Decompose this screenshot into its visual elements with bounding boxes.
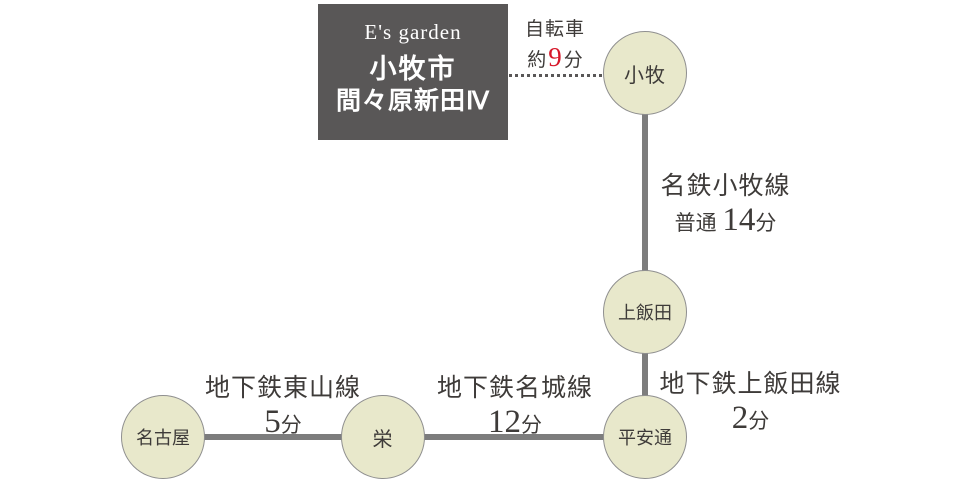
meijo-line-time: 12分 — [420, 406, 610, 439]
station-nagoya: 名古屋 — [121, 395, 205, 479]
bicycle-minutes-unit: 分 — [563, 50, 583, 71]
station-nagoya-label: 名古屋 — [136, 428, 190, 448]
meijo-line-name: 地下鉄名城線 — [436, 374, 593, 402]
kamiiida-line-time: 2分 — [653, 402, 848, 435]
higashiyama-line-name: 地下鉄東山線 — [204, 374, 361, 402]
bicycle-dotted-line — [509, 74, 602, 77]
station-sakae: 栄 — [341, 395, 425, 479]
higashiyama-minutes-value: 5 — [264, 404, 281, 440]
meijo-minutes-unit: 分 — [521, 414, 542, 437]
bicycle-minutes-value: 9 — [548, 42, 562, 72]
station-komaki-label: 小牧 — [624, 64, 666, 87]
meitetsu-line-time: 普通 14分 — [653, 204, 798, 237]
meitetsu-minutes-unit: 分 — [755, 212, 777, 235]
property-city: 小牧市 — [369, 54, 457, 84]
station-sakae-label: 栄 — [372, 428, 394, 451]
property-box: E's garden 小牧市 間々原新田Ⅳ — [318, 4, 508, 140]
kamiiida-minutes-unit: 分 — [748, 410, 770, 433]
meitetsu-service-type: 普通 — [674, 212, 717, 235]
property-brand: E's garden — [364, 20, 462, 44]
meitetsu-line-name: 名鉄小牧線 — [660, 172, 791, 200]
property-name: 間々原新田Ⅳ — [335, 87, 491, 116]
station-kamiiida-label: 上飯田 — [618, 303, 672, 323]
bicycle-approx-label: 約 — [527, 50, 547, 71]
segment-subway-kamiiida-line: 地下鉄上飯田線 2分 — [653, 364, 848, 435]
higashiyama-minutes-unit: 分 — [280, 414, 302, 437]
segment-subway-meijo-line: 地下鉄名城線 12分 — [420, 368, 610, 439]
station-kamiiida: 上飯田 — [603, 270, 687, 354]
segment-subway-higashiyama-line: 地下鉄東山線 5分 — [188, 368, 378, 439]
segment-meitetsu-komaki-line: 名鉄小牧線 普通 14分 — [653, 166, 798, 237]
kamiiida-minutes-value: 2 — [731, 400, 749, 436]
station-heiandori-label: 平安通 — [618, 428, 672, 448]
meitetsu-minutes-value: 14 — [722, 202, 756, 238]
rail-line-vertical — [642, 73, 648, 437]
higashiyama-line-time: 5分 — [188, 406, 378, 439]
meijo-minutes-value: 12 — [488, 404, 521, 440]
bicycle-mode-label: 自転車 — [524, 19, 585, 40]
station-heiandori: 平安通 — [603, 395, 687, 479]
kamiiida-line-name: 地下鉄上飯田線 — [659, 370, 842, 398]
station-komaki: 小牧 — [603, 31, 687, 115]
